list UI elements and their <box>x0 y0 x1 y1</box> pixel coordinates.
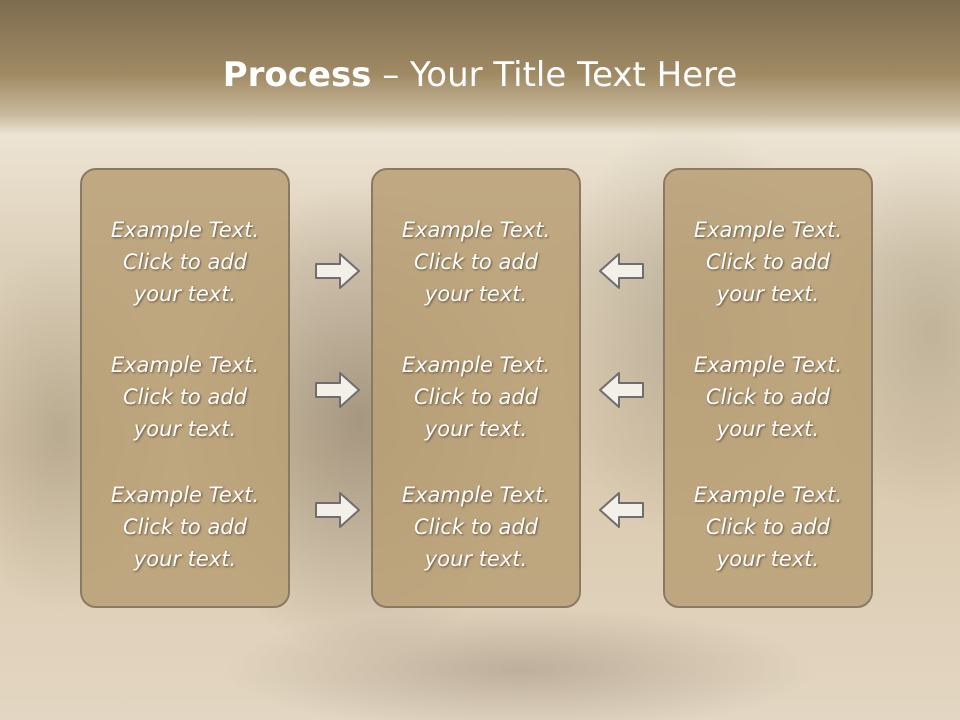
placeholder-line: Click to add <box>413 385 538 409</box>
text-placeholder[interactable]: Example Text. Click to add your text. <box>373 479 579 575</box>
placeholder-line: Click to add <box>705 515 830 539</box>
placeholder-line: your text. <box>424 282 528 306</box>
placeholder-line: your text. <box>716 417 820 441</box>
arrow-right-icon <box>315 253 360 289</box>
text-placeholder[interactable]: Example Text. Click to add your text. <box>665 214 871 310</box>
placeholder-line: Click to add <box>705 250 830 274</box>
arrow-left-icon <box>599 372 644 408</box>
placeholder-line: your text. <box>133 417 237 441</box>
placeholder-line: Click to add <box>122 515 247 539</box>
placeholder-line: Example Text. <box>693 218 843 242</box>
placeholder-line: your text. <box>716 282 820 306</box>
text-placeholder[interactable]: Example Text. Click to add your text. <box>373 349 579 445</box>
text-placeholder[interactable]: Example Text. Click to add your text. <box>82 214 288 310</box>
text-placeholder[interactable]: Example Text. Click to add your text. <box>373 214 579 310</box>
placeholder-line: Click to add <box>413 515 538 539</box>
arrow-left-icon <box>599 492 644 528</box>
placeholder-line: Example Text. <box>401 483 551 507</box>
slide-title[interactable]: Process – Your Title Text Here <box>0 54 960 96</box>
placeholder-line: your text. <box>424 417 528 441</box>
placeholder-line: your text. <box>716 547 820 571</box>
placeholder-line: Click to add <box>122 385 247 409</box>
placeholder-line: your text. <box>424 547 528 571</box>
arrow-left-icon <box>599 253 644 289</box>
placeholder-line: Example Text. <box>110 483 260 507</box>
process-panel-center[interactable]: Example Text. Click to add your text. Ex… <box>371 168 581 608</box>
placeholder-line: Example Text. <box>401 218 551 242</box>
placeholder-line: Example Text. <box>693 483 843 507</box>
arrow-right-icon <box>315 492 360 528</box>
process-panel-right[interactable]: Example Text. Click to add your text. Ex… <box>663 168 873 608</box>
process-panel-left[interactable]: Example Text. Click to add your text. Ex… <box>80 168 290 608</box>
placeholder-line: Click to add <box>705 385 830 409</box>
placeholder-line: Example Text. <box>693 353 843 377</box>
placeholder-line: Example Text. <box>110 218 260 242</box>
placeholder-line: your text. <box>133 547 237 571</box>
title-band <box>0 0 960 135</box>
text-placeholder[interactable]: Example Text. Click to add your text. <box>82 349 288 445</box>
text-placeholder[interactable]: Example Text. Click to add your text. <box>665 349 871 445</box>
arrow-right-icon <box>315 372 360 408</box>
title-rest: – Your Title Text Here <box>371 55 738 95</box>
title-bold: Process <box>222 55 372 95</box>
placeholder-line: your text. <box>133 282 237 306</box>
placeholder-line: Example Text. <box>110 353 260 377</box>
text-placeholder[interactable]: Example Text. Click to add your text. <box>82 479 288 575</box>
placeholder-line: Example Text. <box>401 353 551 377</box>
text-placeholder[interactable]: Example Text. Click to add your text. <box>665 479 871 575</box>
placeholder-line: Click to add <box>122 250 247 274</box>
placeholder-line: Click to add <box>413 250 538 274</box>
